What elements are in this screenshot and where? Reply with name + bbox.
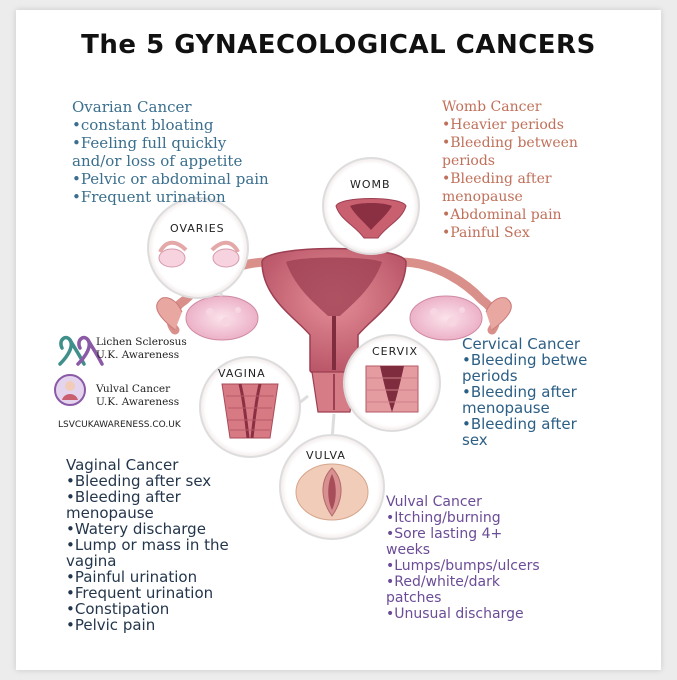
lichen-awareness-text: Lichen Sclerosus U.K. Awareness bbox=[96, 336, 187, 362]
vaginal-heading: Vaginal Cancer bbox=[66, 456, 179, 474]
vulval-awareness-text: Vulval Cancer U.K. Awareness bbox=[96, 383, 179, 409]
vulval-awareness-logo-icon bbox=[54, 374, 86, 406]
vulva-callout bbox=[279, 413, 385, 540]
womb-item: •Bleeding between bbox=[442, 135, 578, 151]
womb-item: periods bbox=[442, 153, 495, 169]
ovarian-heading: Ovarian Cancer bbox=[72, 98, 192, 116]
vaginal-item: •Watery discharge bbox=[66, 520, 206, 538]
cervical-cancer-block: Cervical Cancer •Bleeding betwe periods … bbox=[462, 336, 587, 448]
cervical-heading: Cervical Cancer bbox=[462, 335, 581, 353]
lichen-line-1: Lichen Sclerosus bbox=[96, 336, 187, 348]
vulval-item: •Red/white/dark bbox=[386, 574, 500, 590]
vaginal-item: •Pelvic pain bbox=[66, 616, 156, 634]
vaginal-item: •Bleeding after sex bbox=[66, 472, 212, 490]
vulval-cancer-block: Vulval Cancer •Itching/burning •Sore las… bbox=[386, 494, 540, 622]
vaginal-item: •Painful urination bbox=[66, 568, 198, 586]
vaginal-item: •Frequent urination bbox=[66, 584, 214, 602]
ovarian-item: •Frequent urination bbox=[72, 188, 226, 206]
vulval-item: •Unusual discharge bbox=[386, 606, 524, 622]
uterus bbox=[261, 247, 407, 377]
vaginal-item: •Bleeding after bbox=[66, 488, 181, 506]
vaginal-item: •Lump or mass in the bbox=[66, 536, 229, 554]
ovarian-item: •constant bloating bbox=[72, 116, 214, 134]
vulval-heading: Vulval Cancer bbox=[386, 494, 482, 510]
awareness-ribbon-teal-icon bbox=[58, 335, 86, 366]
vulval-awareness-line-2: U.K. Awareness bbox=[96, 396, 180, 408]
ovarian-item: and/or loss of appetite bbox=[72, 152, 243, 170]
womb-item: •Painful Sex bbox=[442, 225, 530, 241]
ovaries-label: OVARIES bbox=[170, 222, 225, 235]
womb-callout bbox=[322, 157, 420, 255]
cervical-item: •Bleeding after bbox=[462, 383, 577, 401]
womb-item: menopause bbox=[442, 189, 523, 205]
cervical-item: sex bbox=[462, 431, 488, 449]
page-title: The 5 GYNAECOLOGICAL CANCERS bbox=[81, 30, 596, 60]
vaginal-cancer-block: Vaginal Cancer •Bleeding after sex •Blee… bbox=[66, 457, 229, 633]
cervical-item: menopause bbox=[462, 399, 550, 417]
womb-item: •Heavier periods bbox=[442, 117, 564, 133]
ovaries-callout bbox=[147, 197, 249, 299]
vulval-item: weeks bbox=[386, 542, 431, 558]
ovarian-item: •Feeling full quickly bbox=[72, 134, 227, 152]
cervical-item: periods bbox=[462, 367, 518, 385]
vaginal-item: •Constipation bbox=[66, 600, 170, 618]
cervical-item: •Bleeding after bbox=[462, 415, 577, 433]
vagina-callout bbox=[199, 356, 309, 458]
vulval-item: •Lumps/bumps/ulcers bbox=[386, 558, 540, 574]
ovarian-cancer-block: Ovarian Cancer •constant bloating •Feeli… bbox=[72, 98, 269, 206]
vaginal-item: menopause bbox=[66, 504, 154, 522]
womb-label: WOMB bbox=[350, 178, 391, 191]
vulval-item: patches bbox=[386, 590, 442, 606]
website-text: LSVCUKAWARENESS.CO.UK bbox=[58, 420, 181, 430]
awareness-ribbon-purple-icon bbox=[76, 335, 104, 366]
vulva-label: VULVA bbox=[306, 449, 346, 462]
vaginal-item: vagina bbox=[66, 552, 117, 570]
cervix-label: CERVIX bbox=[372, 345, 418, 358]
womb-cancer-block: Womb Cancer •Heavier periods •Bleeding b… bbox=[442, 98, 578, 242]
womb-heading: Womb Cancer bbox=[442, 99, 542, 115]
ovary-left bbox=[185, 295, 259, 341]
womb-item: •Bleeding after bbox=[442, 171, 552, 187]
vulval-item: •Sore lasting 4+ bbox=[386, 526, 503, 542]
cervix-callout bbox=[343, 334, 441, 432]
vulval-item: •Itching/burning bbox=[386, 510, 501, 526]
cervical-item: •Bleeding betwe bbox=[462, 351, 588, 369]
womb-item: •Abdominal pain bbox=[442, 207, 562, 223]
lichen-line-2: U.K. Awareness bbox=[96, 349, 180, 361]
vulval-awareness-line-1: Vulval Cancer bbox=[96, 383, 171, 395]
vagina-label: VAGINA bbox=[218, 367, 266, 380]
ovarian-item: •Pelvic or abdominal pain bbox=[72, 170, 269, 188]
ovary-right bbox=[409, 295, 483, 341]
